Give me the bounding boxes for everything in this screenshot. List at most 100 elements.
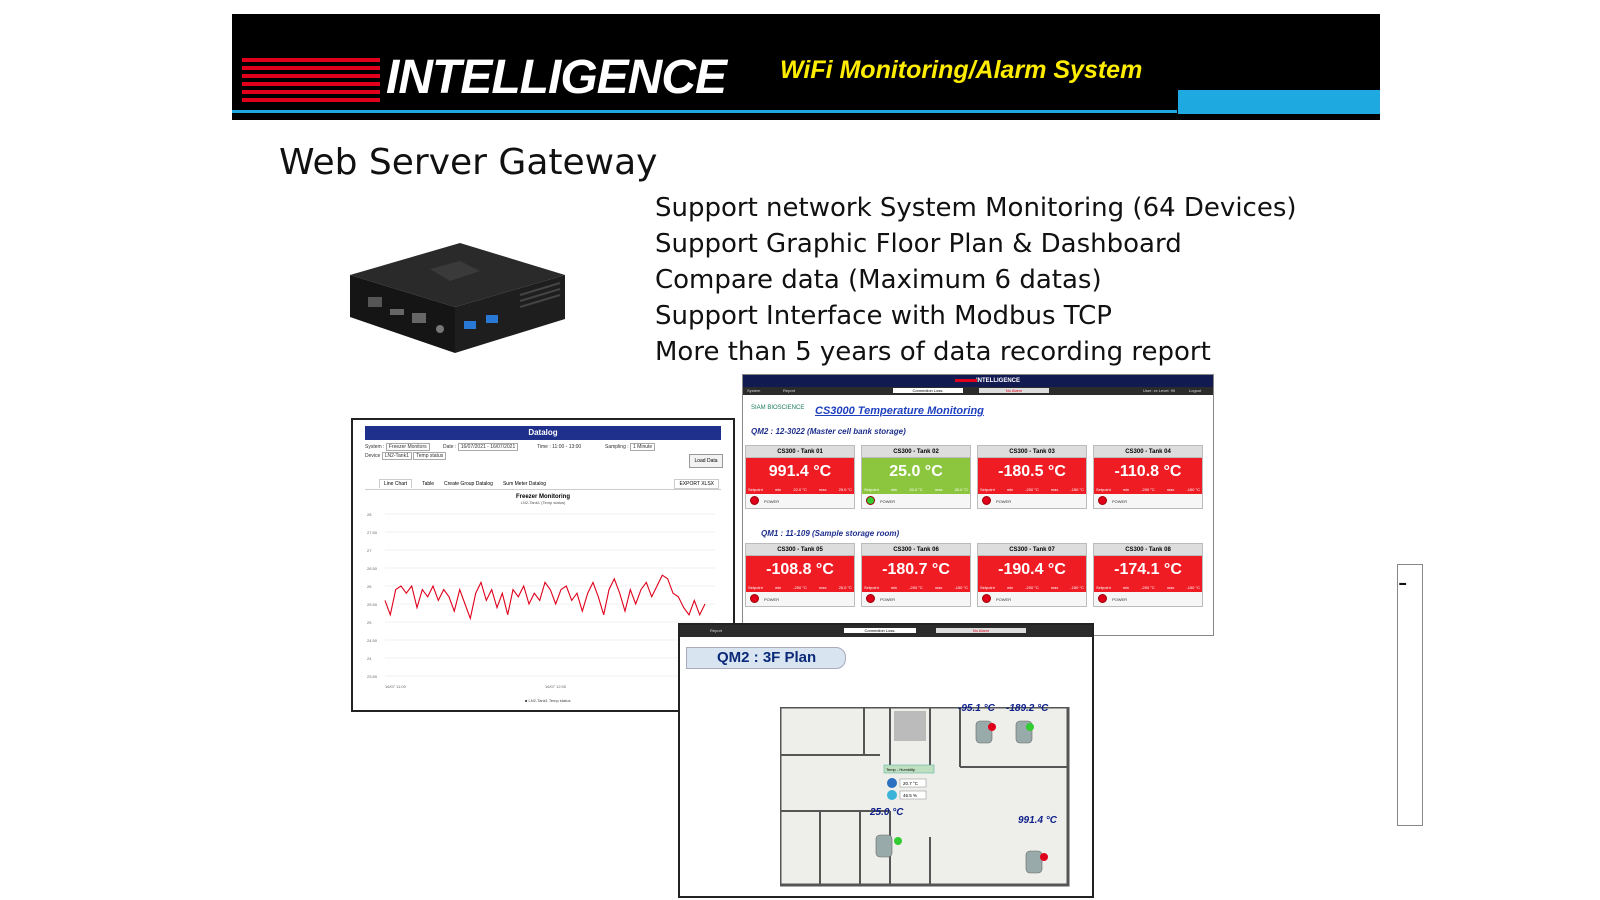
header-banner: INTELLIGENCE WiFi Monitoring/Alarm Syste… — [232, 14, 1380, 120]
tank-temperature: -110.8 °C — [1114, 463, 1182, 480]
min-label: min — [1006, 585, 1014, 590]
date-range-input[interactable]: 16/07/2021 - 16/07/2021 — [457, 443, 519, 451]
connection-status: Connection Loss. — [844, 628, 916, 633]
power-status-icon[interactable] — [1098, 594, 1107, 603]
status-select[interactable]: Temp status — [413, 452, 447, 460]
setpoint-label: Setpoint — [864, 487, 879, 492]
max-label: max — [1050, 585, 1059, 590]
connection-status: Connection Loss. — [893, 388, 963, 393]
tank-marker[interactable] — [875, 834, 893, 858]
dashboard-title: CS3000 Temperature Monitoring — [815, 405, 984, 417]
power-status-icon[interactable] — [866, 594, 875, 603]
setpoint-label: Setpoint — [748, 487, 763, 492]
device-select[interactable]: LN2-Tank1 — [381, 452, 412, 460]
power-label: POWER — [764, 499, 780, 504]
power-status-icon[interactable] — [982, 496, 991, 505]
feature-item: -Compare data (Maximum 6 datas) — [655, 262, 1423, 826]
y-tick-label: 28 — [367, 512, 372, 517]
power-label: POWER — [996, 499, 1012, 504]
setpoint-max: 25.0 °C — [838, 585, 852, 590]
setpoint-min: 20.0 °C — [909, 487, 923, 492]
power-status-icon[interactable] — [982, 594, 991, 603]
feature-item: -Support Interface with Modbus TCP — [655, 298, 1423, 826]
tab-sum-meter[interactable]: Sum Meter Datalog — [502, 480, 547, 487]
time-range-input[interactable]: 11:00 - 13:00 — [552, 444, 582, 450]
tank-name: CS300 - Tank 07 — [978, 544, 1086, 556]
power-status-icon[interactable] — [866, 496, 875, 505]
y-tick-label: 25.50 — [367, 602, 378, 607]
y-tick-label: 24 — [367, 656, 372, 661]
tank-temperature: -108.8 °C — [766, 561, 834, 578]
tank-reading: 991.4 °C — [1018, 815, 1058, 826]
page-title: Web Server Gateway — [279, 142, 658, 183]
setpoint-label: Setpoint — [748, 585, 763, 590]
setpoint-label: Setpoint — [1096, 487, 1111, 492]
y-tick-label: 27.50 — [367, 530, 378, 535]
feature-item: -More than 5 years of data recording rep… — [655, 334, 1423, 826]
sampling-select[interactable]: 1 Minute — [630, 443, 656, 451]
logout-link[interactable]: Logout — [1189, 388, 1202, 393]
max-label: max — [934, 487, 943, 492]
max-label: max — [818, 585, 827, 590]
tank-marker[interactable] — [975, 720, 993, 744]
menu-system[interactable]: System — [747, 388, 761, 393]
min-label: min — [890, 487, 898, 492]
power-status-icon[interactable] — [750, 496, 759, 505]
power-status-icon[interactable] — [750, 594, 759, 603]
export-xlsx-button[interactable]: EXPORT XLSX — [674, 479, 719, 489]
y-tick-label: 26.50 — [367, 566, 378, 571]
min-label: min — [774, 585, 782, 590]
menu-report[interactable]: Report — [710, 628, 723, 633]
menu-report[interactable]: Report — [783, 388, 796, 393]
load-data-button[interactable]: Load Data — [689, 454, 723, 468]
alarm-status: No Alarm — [936, 628, 1026, 633]
floorplan-menubar: Report Connection Loss. No Alarm — [680, 625, 1092, 637]
brand-stripes — [242, 58, 380, 106]
tab-line-chart[interactable]: Line Chart — [379, 479, 413, 488]
sampling-label: Sampling : — [605, 444, 629, 450]
power-status-icon[interactable] — [1098, 496, 1107, 505]
tab-create-group[interactable]: Create Group Datalog — [444, 480, 493, 487]
tank-name: CS300 - Tank 03 — [978, 446, 1086, 458]
max-label: max — [818, 487, 827, 492]
tank-marker[interactable] — [1025, 850, 1043, 874]
max-label: max — [934, 585, 943, 590]
tank-temperature: -180.7 °C — [882, 561, 950, 578]
tank-name: CS300 - Tank 04 — [1094, 446, 1202, 458]
mini-pc-device-image — [350, 243, 565, 353]
system-select[interactable]: Freezer Monitors — [385, 443, 430, 451]
max-label: max — [1050, 487, 1059, 492]
y-tick-label: 27 — [367, 548, 372, 553]
tank-name: CS300 - Tank 02 — [862, 446, 970, 458]
setpoint-label: Setpoint — [980, 487, 995, 492]
min-label: min — [774, 487, 782, 492]
setpoint-max: -150 °C — [1186, 487, 1200, 492]
humidity-reading: 46.5 % — [903, 793, 917, 798]
max-label: max — [1166, 585, 1175, 590]
tank-temperature: -174.1 °C — [1114, 561, 1182, 578]
setpoint-min: -200 °C — [1025, 585, 1039, 590]
feature-item: -Support network System Monitoring (64 D… — [655, 190, 1423, 826]
setpoint-max: -150 °C — [954, 585, 968, 590]
system-label: System : — [365, 444, 385, 450]
tab-table[interactable]: Table — [422, 480, 435, 487]
datalog-line-chart: 2827.502726.502625.502524.502423.5016/07… — [367, 512, 715, 703]
x-tick-label: 16/07 12:00 — [545, 684, 567, 689]
alarm-status: No Alarm — [979, 388, 1049, 393]
y-tick-label: 24.50 — [367, 638, 378, 643]
y-tick-label: 25 — [367, 620, 372, 625]
setpoint-label: Setpoint — [864, 585, 879, 590]
